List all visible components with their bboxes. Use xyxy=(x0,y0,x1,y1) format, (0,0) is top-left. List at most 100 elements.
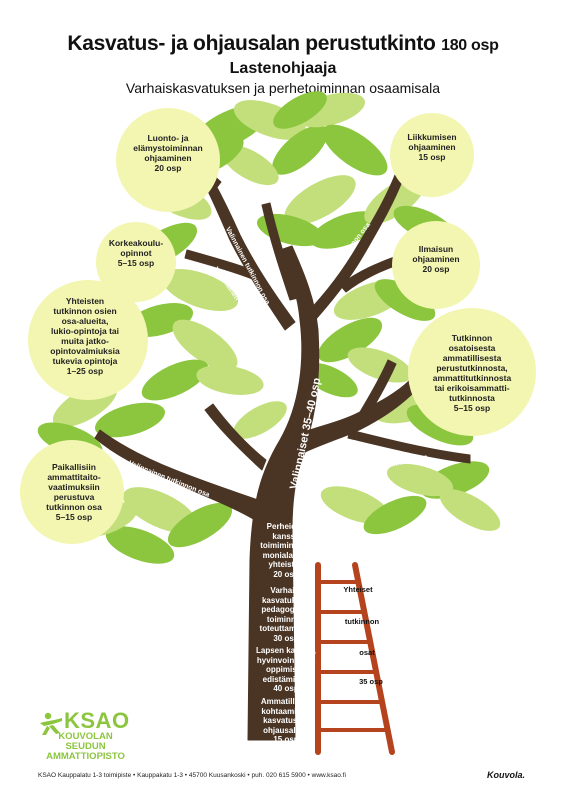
topic-circle xyxy=(116,108,220,212)
circle-6-line-0: Paikallisiin xyxy=(52,462,96,472)
trunk-3-line-4: 15 osp xyxy=(273,735,299,744)
ladder-rail-right xyxy=(352,562,395,755)
leaf xyxy=(272,125,328,175)
trunk-0-line-0: Perheiden xyxy=(266,522,306,531)
trunk-0-line-3: monialainen xyxy=(262,550,310,560)
title-text: Kasvatus- ja ohjausalan perustutkinto xyxy=(67,32,436,55)
trunk-0-line-5: 20 osp xyxy=(273,569,299,579)
leaf xyxy=(374,279,436,321)
circle-6-line-1: ammattitaito- xyxy=(47,472,101,482)
circle-4-line-7: 1–25 osp xyxy=(66,366,104,376)
trunk-0-line-1: kanssa xyxy=(272,531,300,541)
circle-3-line-1: ohjaaminen xyxy=(412,254,460,264)
trunk-2-line-0: Lapsen kasvun, xyxy=(255,646,317,655)
trunk-2-line-2: oppimisen xyxy=(265,665,306,674)
leaf xyxy=(172,319,238,371)
leaf xyxy=(273,91,327,129)
trunk-3-line-1: kohtaaminen xyxy=(261,706,311,716)
leaf xyxy=(363,495,427,535)
page-title: Kasvatus- ja ohjausalan perustutkinto 18… xyxy=(0,32,566,56)
circle-0-line-0: Luonto- ja xyxy=(147,133,189,143)
circle-5-line-5: tai erikoisammatti- xyxy=(434,383,510,393)
circle-2-line-1: opinnot xyxy=(120,248,152,258)
trunk-0-line-2: toimiminen ja xyxy=(260,541,312,550)
topic-circle xyxy=(20,440,124,544)
trunk-2-line-3: edistäminen xyxy=(262,674,310,684)
trunk-1-line-3: toiminnan xyxy=(266,614,306,624)
circle-4-line-2: osa-alueita, xyxy=(61,316,109,326)
circle-6-line-3: perustuva xyxy=(53,492,95,502)
logo-line-2: AMMATTIOPISTO xyxy=(46,751,125,762)
page-subtitle: Lastenohjaaja xyxy=(229,60,337,77)
leaf xyxy=(105,526,175,564)
circle-1-line-1: ohjaaminen xyxy=(408,142,456,152)
circle-1-line-0: Liikkumisen xyxy=(407,132,457,142)
leaf xyxy=(386,463,454,497)
tree-trunk xyxy=(94,147,471,741)
logo-line-1: KOUVOLAN SEUDUN xyxy=(58,731,113,752)
ladder-label-4: 35 osp xyxy=(359,677,383,686)
trunk-1-line-2: pedagogisen xyxy=(261,605,311,614)
leaf xyxy=(233,100,307,140)
ladder xyxy=(315,562,395,755)
circle-5-line-2: ammatillisesta xyxy=(442,353,502,363)
circle-6-line-5: 5–15 osp xyxy=(55,512,93,522)
circle-4-line-4: muita jatko- xyxy=(61,336,109,346)
circle-6-line-4: tutkinnon osa xyxy=(46,502,102,512)
ksao-logo: KSAO xyxy=(64,708,130,733)
leaf xyxy=(322,124,388,176)
topic-circle xyxy=(392,221,480,309)
circle-1-line-2: 15 osp xyxy=(418,152,446,162)
leaf xyxy=(317,317,383,363)
circle-5-line-7: 5–15 osp xyxy=(453,403,491,413)
circle-3-line-0: Ilmaisun xyxy=(418,244,454,254)
trunk-2-line-1: hyvinvoinnin ja xyxy=(256,655,316,665)
circle-5-line-1: osatoisesta xyxy=(448,343,496,353)
circle-4-line-1: tutkinnon osien xyxy=(53,306,117,316)
leaf xyxy=(233,401,287,439)
trunk-1-line-4: toteuttaminen xyxy=(259,624,313,633)
circle-6-line-2: vaatimuksiin xyxy=(48,482,100,492)
ksao-figure-icon xyxy=(40,712,62,735)
circle-4-line-6: tukevia opintoja xyxy=(52,356,118,366)
circle-5-line-4: ammattitutkinnosta xyxy=(432,373,512,383)
leaf xyxy=(161,268,239,312)
page-subsubtitle: Varhaiskasvatuksen ja perhetoiminnan osa… xyxy=(125,80,441,96)
leaf xyxy=(439,489,501,531)
circle-0-line-3: 20 osp xyxy=(154,163,182,173)
circle-5-line-3: perustutkinnosta, xyxy=(436,363,508,373)
trunk-0-line-4: yhteistyö xyxy=(268,560,304,569)
leaf xyxy=(347,347,413,383)
leaf xyxy=(141,359,209,401)
title-osp: 180 osp xyxy=(441,37,499,54)
topic-circle xyxy=(408,308,536,436)
ladder-label-2: tutkinnon xyxy=(344,617,380,626)
trunk-3-line-3: ohjausalalla xyxy=(263,725,309,735)
circle-2-line-2: 5–15 osp xyxy=(117,258,155,268)
kouvola-logo: Kouvola. xyxy=(487,770,526,780)
circle-3-line-2: 20 osp xyxy=(422,264,450,274)
circle-2-line-0: Korkeakoulu- xyxy=(108,238,164,248)
leaf xyxy=(284,175,356,225)
leaf xyxy=(123,487,197,533)
circle-4-line-0: Yhteisten xyxy=(65,296,105,306)
ladder-label-3: osat xyxy=(359,648,375,657)
trunk-1-line-0: Varhais- xyxy=(270,586,302,595)
leaf xyxy=(196,365,264,395)
circle-5-line-6: tutkinnosta xyxy=(449,393,495,403)
leaf xyxy=(167,502,233,548)
trunk-1-line-5: 30 osp xyxy=(273,633,299,643)
